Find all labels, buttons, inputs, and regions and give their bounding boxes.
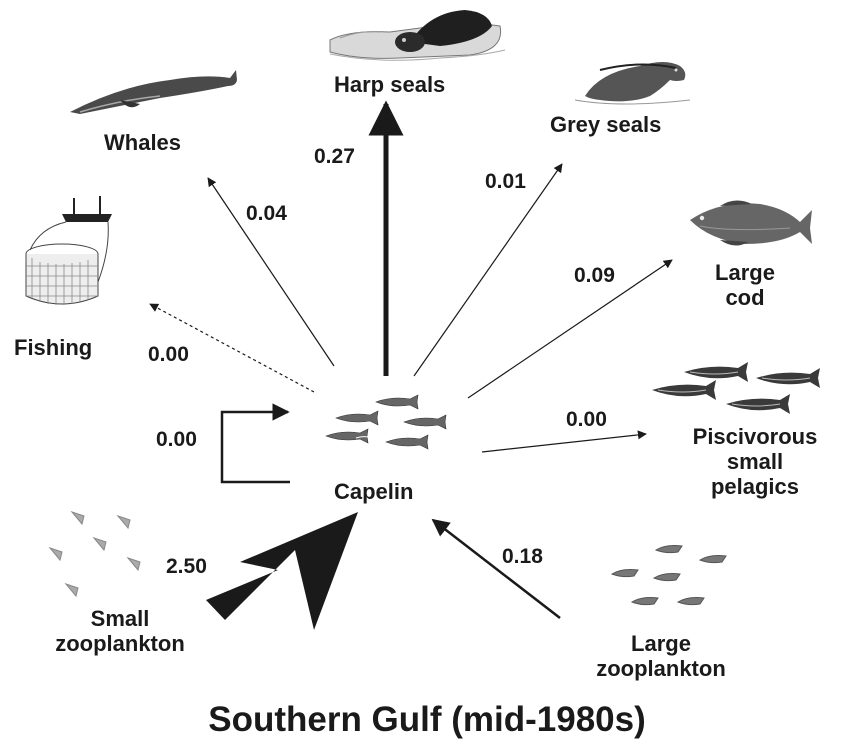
flow-arrow-large-zooplankton	[433, 520, 560, 618]
flow-value-harp-seals: 0.27	[314, 145, 355, 169]
flow-value-large-zooplankton: 0.18	[502, 545, 543, 569]
grey-seal-icon	[575, 62, 690, 104]
flow-arrows	[150, 104, 672, 630]
diagram-title: Southern Gulf (mid-1980s)	[0, 700, 854, 740]
node-label-large-zooplankton: Large zooplankton	[540, 631, 782, 681]
flow-arrow-self-loop	[222, 412, 290, 482]
flow-arrow-large-cod	[468, 260, 672, 398]
node-label-piscivorous-line-2: small	[655, 449, 854, 474]
flow-value-piscivorous: 0.00	[566, 408, 607, 432]
flow-arrow-piscivorous	[482, 434, 646, 452]
node-label-small-zooplankton: Small zooplankton	[4, 606, 236, 656]
node-label-piscivorous-line-3: pelagics	[655, 474, 854, 499]
node-label-large-zooplankton-line-2: zooplankton	[540, 656, 782, 681]
flow-arrow-grey-seals	[414, 164, 562, 376]
flow-value-whales: 0.04	[246, 202, 287, 226]
node-label-grey-seals: Grey seals	[550, 112, 661, 137]
flow-value-fishing: 0.00	[148, 343, 189, 367]
flow-value-large-cod: 0.09	[574, 264, 615, 288]
fishing-boat-net-icon	[26, 196, 112, 305]
small-zooplankton-icon	[50, 512, 140, 596]
harp-seal-icon	[330, 10, 505, 60]
node-label-large-cod-line-1: Large	[700, 260, 790, 285]
node-label-large-cod-line-2: cod	[700, 285, 790, 310]
flow-value-self-loop: 0.00	[156, 428, 197, 452]
flow-value-small-zooplankton: 2.50	[166, 555, 207, 579]
cod-icon	[690, 200, 812, 245]
node-label-capelin: Capelin	[334, 479, 413, 504]
node-label-whales: Whales	[104, 130, 181, 155]
node-label-large-cod: Large cod	[700, 260, 790, 310]
mackerel-school-icon	[652, 362, 820, 414]
capelin-school-icon	[326, 395, 446, 449]
large-zooplankton-icon	[612, 546, 726, 605]
node-label-piscivorous-line-1: Piscivorous	[655, 424, 854, 449]
node-label-small-zooplankton-line-2: zooplankton	[4, 631, 236, 656]
node-label-harp-seals: Harp seals	[334, 72, 445, 97]
node-label-small-zooplankton-line-1: Small	[4, 606, 236, 631]
flow-value-grey-seals: 0.01	[485, 170, 526, 194]
whale-icon	[70, 70, 237, 114]
node-label-large-zooplankton-line-1: Large	[540, 631, 782, 656]
node-label-piscivorous: Piscivorous small pelagics	[655, 424, 854, 499]
node-label-fishing: Fishing	[14, 335, 92, 360]
